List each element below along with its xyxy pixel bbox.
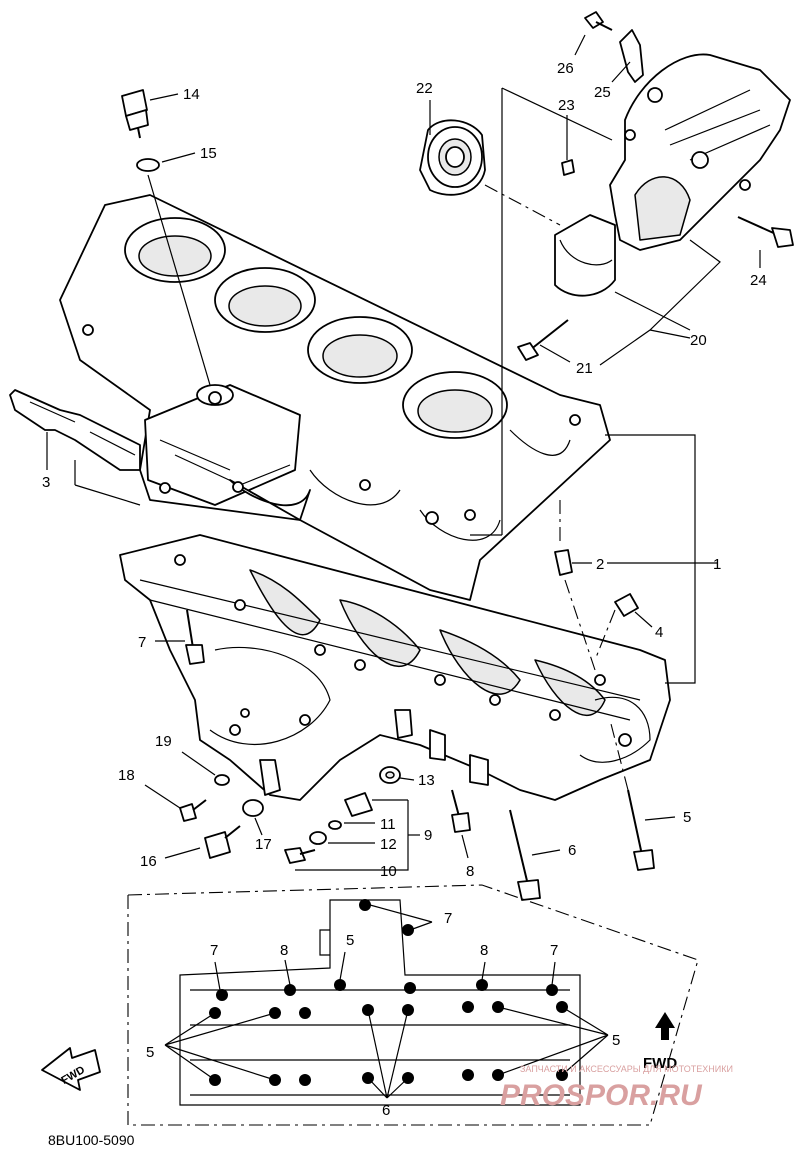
callout-4: 4 (655, 624, 663, 641)
callout-19: 19 (155, 733, 172, 750)
callout-5: 5 (683, 809, 691, 826)
part-22-bearing (419, 119, 486, 196)
upper-crankcase (59, 194, 611, 601)
fwd-label: FWD (643, 1055, 677, 1072)
inset-label-7c: 7 (550, 942, 558, 959)
inset-label-6: 6 (382, 1102, 390, 1119)
part-3-strip (9, 389, 141, 471)
callout-16: 16 (140, 853, 157, 870)
lower-crankcase (119, 534, 671, 801)
callout-1: 1 (713, 556, 721, 573)
watermark: ЗАПЧАСТИ И АКСЕССУАРЫ ДЛЯ МОТОТЕХНИКИ PR… (500, 1064, 733, 1112)
inset-label-8a: 8 (280, 942, 288, 959)
callout-20: 20 (690, 332, 707, 349)
callout-6: 6 (568, 842, 576, 859)
inset-label-7b: 7 (444, 910, 452, 927)
callout-17: 17 (255, 836, 272, 853)
bolt-layout-inset (41, 884, 699, 1126)
watermark-line-2: PROSPOR.RU (500, 1079, 703, 1112)
inset-label-8b: 8 (480, 942, 488, 959)
callout-15: 15 (200, 145, 217, 162)
callout-23: 23 (558, 97, 575, 114)
inset-label-5-right: 5 (612, 1032, 620, 1049)
callout-26: 26 (557, 60, 574, 77)
callout-10: 10 (380, 863, 397, 880)
callout-labels: 1 2 3 4 5 6 7 8 9 10 11 12 13 14 15 16 1… (42, 60, 767, 880)
watermark-line-1: ЗАПЧАСТИ И АКСЕССУАРЫ ДЛЯ МОТОТЕХНИКИ (520, 1064, 733, 1074)
callout-25: 25 (594, 84, 611, 101)
thermostat-housing (609, 53, 791, 251)
callout-18: 18 (118, 767, 135, 784)
callout-22: 22 (416, 80, 433, 97)
inset-label-5-left: 5 (146, 1044, 154, 1061)
callout-2: 2 (596, 556, 604, 573)
part-20-cap (554, 214, 616, 297)
inset-label-5a: 5 (346, 932, 354, 949)
callout-9: 9 (424, 827, 432, 844)
callout-24: 24 (750, 272, 767, 289)
callout-3: 3 (42, 474, 50, 491)
callout-8: 8 (466, 863, 474, 880)
diagram-code: 8BU100-5090 (48, 1132, 135, 1148)
callout-14: 14 (183, 86, 200, 103)
callout-7: 7 (138, 634, 146, 651)
inset-label-7a: 7 (210, 942, 218, 959)
callout-13: 13 (418, 772, 435, 789)
part-21-bolt (517, 319, 569, 361)
part-23-pin (561, 159, 575, 176)
callout-21: 21 (576, 360, 593, 377)
callout-11: 11 (380, 816, 396, 833)
part-14-plug (121, 89, 149, 139)
callout-12: 12 (380, 836, 397, 853)
part-24-bolt (737, 216, 794, 248)
